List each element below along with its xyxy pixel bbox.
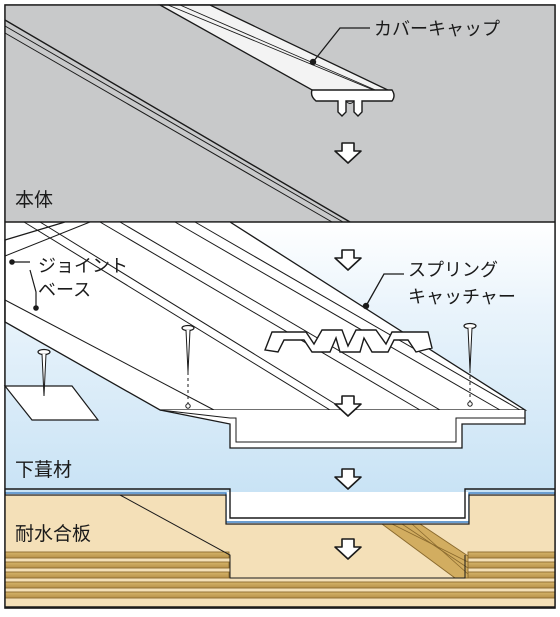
main-body-section: カバーキャップ 本体 [4,4,555,223]
underlayment-label: 下葺材 [15,459,72,481]
spring-catcher [264,329,433,353]
nail-icon [463,322,477,407]
plywood-section: 耐水合板 [4,494,556,608]
spring-catcher-label-line2: キャッチャー [408,287,516,308]
joint-base-label-line1: ジョイント [38,256,128,277]
joint-base-label-line2: ベース [38,280,91,301]
nail-icon [181,324,195,409]
cover-cap-label: カバーキャップ [374,19,500,40]
spring-catcher-label-line1: スプリング [408,260,498,281]
underlayment-section: 下葺材 [5,459,555,523]
nail-icon [37,348,51,397]
joint-base-section: ジョイント ベース スプリング キャッチャー [3,221,555,492]
waterproof-plywood-label: 耐水合板 [15,523,91,545]
main-body-label: 本体 [15,189,53,211]
